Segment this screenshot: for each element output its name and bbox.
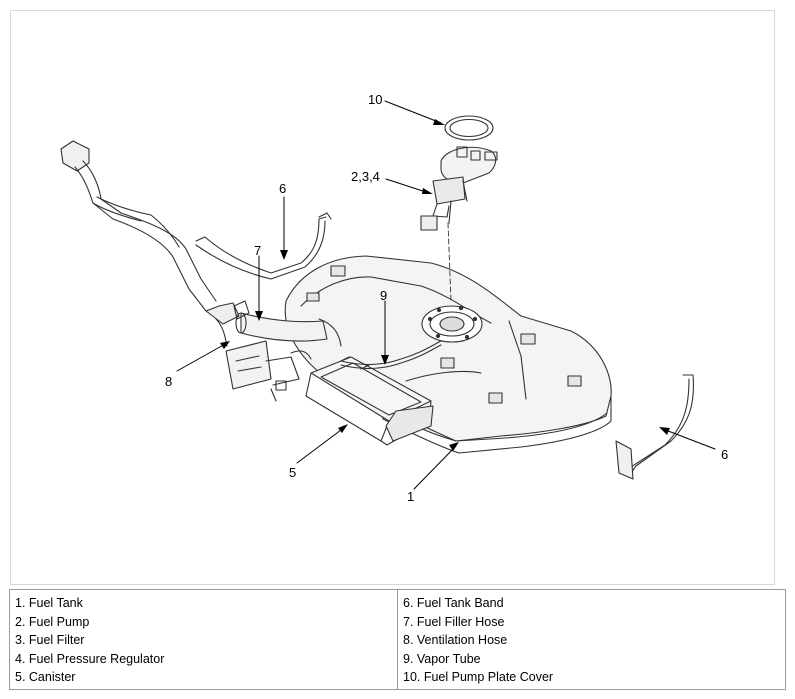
callout-7: 7 [254,243,262,258]
legend-item: 10. Fuel Pump Plate Cover [403,670,554,684]
parts-legend: 1. Fuel Tank 2. Fuel Pump 3. Fuel Filter… [9,589,786,690]
fuel-tank [284,255,612,454]
callout-2-3-4: 2,3,4 [351,169,380,184]
fuel-tank-band-rear [195,212,332,280]
legend-item: 1. Fuel Tank [15,596,83,610]
legend-item: 4. Fuel Pressure Regulator [15,651,165,666]
legend-item: 9. Vapor Tube [403,651,481,666]
leader-lines [176,100,716,490]
callout-5: 5 [289,465,297,480]
callout-10: 10 [368,92,383,107]
exploded-diagram: 10 2,3,4 6 7 9 8 5 1 6 [10,10,775,585]
legend-column-left: 1. Fuel Tank 2. Fuel Pump 3. Fuel Filter… [9,589,398,690]
callout-6-top: 6 [279,181,287,196]
filler-neck-pipes [60,140,240,325]
callout-8: 8 [165,374,173,389]
fuel-tank-band-front [615,374,694,480]
legend-row: 1. Fuel Tank 2. Fuel Pump 3. Fuel Filter… [9,589,786,690]
callout-1: 1 [407,489,415,504]
legend-item: 3. Fuel Filter [15,633,85,647]
legend-item: 6. Fuel Tank Band [403,596,504,610]
callout-6-right: 6 [721,447,729,462]
callout-9: 9 [380,288,388,303]
vapor-tube [340,340,442,370]
pump-mount-ring [421,305,483,343]
legend-item: 8. Ventilation Hose [403,633,508,647]
canister [305,356,434,446]
legend-column-right: 6. Fuel Tank Band 7. Fuel Filler Hose 8.… [397,589,786,690]
arrowheads [220,119,670,451]
ventilation-hose-bracket [225,340,312,402]
pump-plate-cover [444,115,494,141]
fuel-system-drawing [60,100,716,490]
filler-hose [215,300,342,347]
legend-item: 5. Canister [15,670,76,684]
legend-item: 2. Fuel Pump [15,614,90,629]
fuel-pump-assembly [420,146,498,231]
legend-item: 7. Fuel Filler Hose [403,614,505,629]
